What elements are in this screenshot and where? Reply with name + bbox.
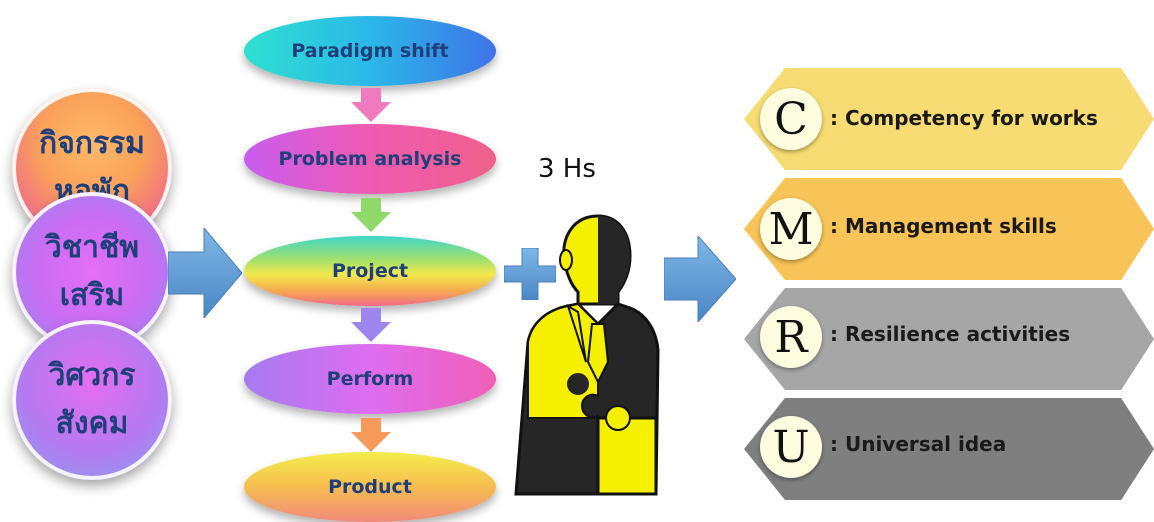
circle-label: สังคม xyxy=(55,406,129,441)
badge-letter-c: C xyxy=(760,88,822,150)
step-label: Project xyxy=(331,260,409,282)
badge-letter-u: U xyxy=(760,416,822,478)
step-product: Product xyxy=(244,452,496,522)
step-label: Paradigm shift xyxy=(291,40,449,62)
plus-icon xyxy=(504,248,556,300)
step-label: Problem analysis xyxy=(278,148,462,170)
circle-label: กิจกรรม xyxy=(39,126,145,161)
step-label: Product xyxy=(328,476,412,498)
down-arrow-icon xyxy=(351,308,391,342)
step-paradigm-shift: Paradigm shift xyxy=(244,16,496,86)
banner-text-competency: : Competency for works xyxy=(830,106,1098,130)
circle-label: วิชาชีพ xyxy=(44,230,140,265)
step-label: Perform xyxy=(326,368,414,390)
banner-text-resilience: : Resilience activities xyxy=(830,322,1071,346)
banner-text-management: : Management skills xyxy=(830,214,1057,238)
down-arrow-icon xyxy=(351,418,391,452)
circle-social-engineer: วิศวกร สังคม xyxy=(12,320,172,480)
badge-letter-m: M xyxy=(760,198,822,260)
circle-label: เสริม xyxy=(59,278,125,313)
three-hs-label: 3 Hs xyxy=(538,154,596,184)
circle-professional-supplement: วิชาชีพ เสริม xyxy=(12,192,172,352)
badge-letter-r: R xyxy=(760,306,822,368)
step-project: Project xyxy=(244,236,496,306)
right-arrow-icon xyxy=(664,236,736,322)
down-arrow-icon xyxy=(351,198,391,232)
down-arrow-icon xyxy=(351,88,391,122)
step-problem-analysis: Problem analysis xyxy=(244,124,496,194)
step-perform: Perform xyxy=(244,344,496,414)
banner-text-universal: : Universal idea xyxy=(830,432,1007,456)
right-arrow-icon xyxy=(168,228,242,318)
businessman-puzzle-icon xyxy=(514,214,660,496)
circle-label: วิศวกร xyxy=(48,358,136,393)
